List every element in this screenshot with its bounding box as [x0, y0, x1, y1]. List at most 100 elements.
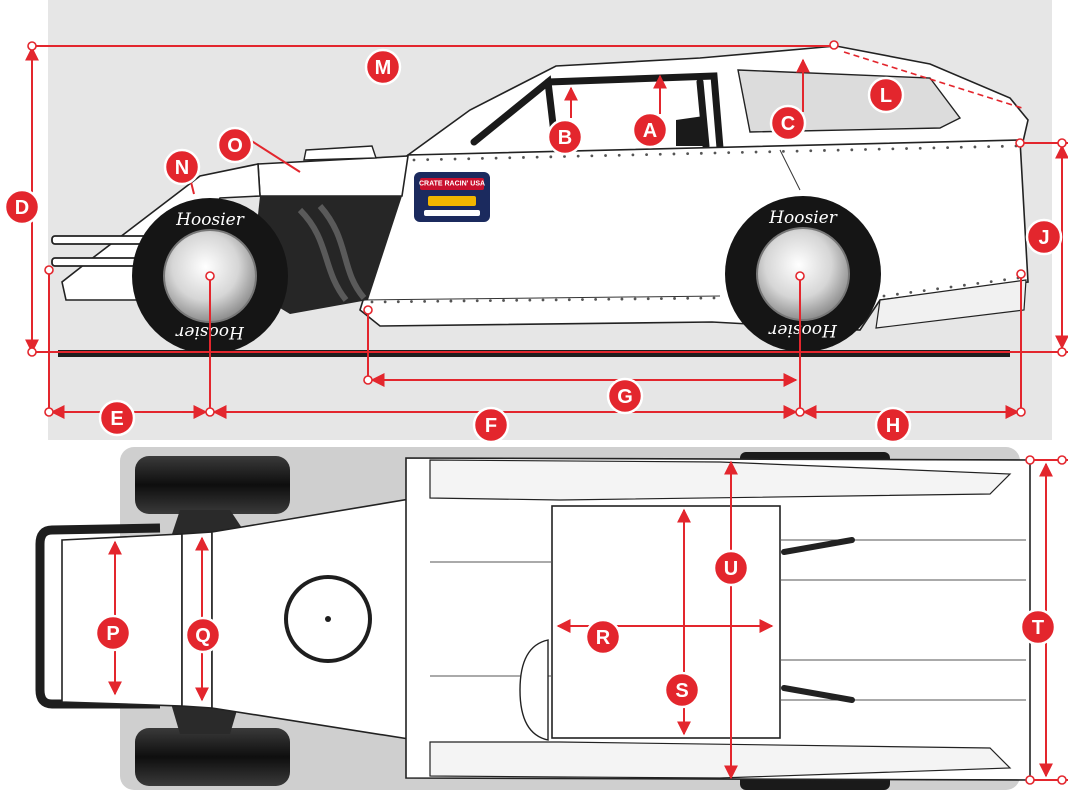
rivet — [633, 297, 637, 301]
svg-text:E: E — [110, 408, 123, 430]
air-cleaner — [303, 145, 377, 161]
dimension-endpoints — [27, 40, 1067, 785]
front-bumper-loop — [35, 523, 161, 709]
rivet — [554, 298, 558, 302]
rivet — [631, 153, 635, 157]
rear-lower-panel — [875, 279, 1027, 329]
rivet — [959, 145, 963, 149]
label-d: D — [3, 188, 41, 226]
rivet — [659, 297, 663, 301]
rivet — [712, 296, 716, 300]
label-p: P — [94, 614, 132, 652]
svg-text:N: N — [175, 157, 189, 179]
rivet — [782, 150, 785, 153]
body-rivets — [370, 144, 1020, 304]
rivet — [449, 299, 453, 303]
rivet — [877, 147, 881, 151]
rivet — [987, 145, 991, 149]
rivet — [423, 299, 427, 303]
svg-text:B: B — [558, 127, 572, 149]
label-c: C — [769, 104, 807, 142]
svg-text:J: J — [1038, 227, 1049, 249]
label-n: N — [163, 148, 201, 186]
rivet — [754, 150, 758, 154]
rivet — [541, 298, 545, 302]
svg-text:P: P — [106, 623, 119, 645]
rivet — [882, 294, 886, 298]
rivet — [699, 151, 703, 155]
rivet — [727, 151, 731, 155]
rivet — [462, 299, 466, 303]
air-cleaner-nut — [325, 616, 331, 622]
right-side-bulge — [429, 741, 1012, 779]
rivet — [535, 155, 539, 159]
side-view: CRATE RACIN' USA Hoosier Hoosier Hoosier… — [48, 0, 1052, 440]
rivet — [494, 156, 498, 160]
rivet — [508, 156, 512, 160]
rivet — [528, 298, 532, 302]
label-h: H — [874, 406, 912, 444]
rivet — [594, 297, 598, 301]
rivet — [426, 158, 430, 162]
left-front-tire — [135, 456, 290, 514]
right-front-tire — [135, 728, 290, 786]
body-crease — [779, 149, 801, 191]
rivet — [604, 154, 607, 157]
rivet — [909, 291, 913, 294]
rivet — [370, 300, 374, 304]
rivet — [563, 155, 566, 158]
rivet — [963, 283, 966, 287]
seat — [676, 116, 706, 146]
rivet — [410, 300, 413, 303]
rivet — [467, 157, 471, 161]
rivet — [699, 296, 703, 300]
label-g: G — [606, 377, 644, 415]
rivet — [475, 299, 479, 303]
rivet — [686, 152, 690, 156]
label-l: L — [867, 76, 905, 114]
dimension-labels: A B C D E F G H J L M N O P Q R S T U — [3, 48, 1063, 709]
headers — [297, 204, 367, 302]
label-j: J — [1025, 218, 1063, 256]
rivet — [673, 297, 676, 300]
rivet — [488, 299, 492, 303]
label-u: U — [712, 549, 750, 587]
rivet — [1000, 144, 1004, 148]
rivet — [646, 297, 650, 301]
rivet — [439, 157, 443, 161]
rivet — [932, 146, 936, 150]
svg-text:H: H — [886, 415, 900, 437]
rivet — [590, 154, 594, 158]
rivet — [795, 149, 799, 153]
crate-racin-logo: CRATE RACIN' USA — [414, 172, 490, 222]
label-b: B — [546, 118, 584, 156]
rivet — [686, 296, 690, 300]
spoiler-line — [843, 51, 1023, 109]
rivet — [809, 149, 813, 153]
svg-text:C: C — [781, 113, 795, 135]
ground-line — [58, 350, 1010, 357]
rivet — [549, 155, 553, 159]
roof-top — [551, 505, 781, 739]
svg-text:O: O — [227, 135, 243, 157]
rivet — [645, 153, 648, 156]
svg-text:G: G — [617, 386, 633, 408]
rivet — [576, 154, 580, 158]
rivet — [850, 148, 854, 152]
label-t: T — [1019, 608, 1057, 646]
label-e: E — [98, 399, 136, 437]
lower-crease — [359, 295, 721, 301]
rivet — [922, 289, 926, 292]
svg-text:T: T — [1032, 617, 1044, 639]
rivet — [823, 149, 826, 152]
logo-text: CRATE RACIN' USA — [419, 181, 485, 188]
label-o: O — [216, 126, 254, 164]
rivet — [936, 287, 939, 291]
rivet — [607, 297, 611, 301]
rivet — [713, 151, 717, 155]
rear-tire-brand-top: Hoosier — [768, 208, 838, 228]
rivet — [864, 148, 867, 151]
rivet — [383, 300, 387, 304]
rivet — [896, 292, 899, 296]
rivet — [740, 150, 744, 154]
